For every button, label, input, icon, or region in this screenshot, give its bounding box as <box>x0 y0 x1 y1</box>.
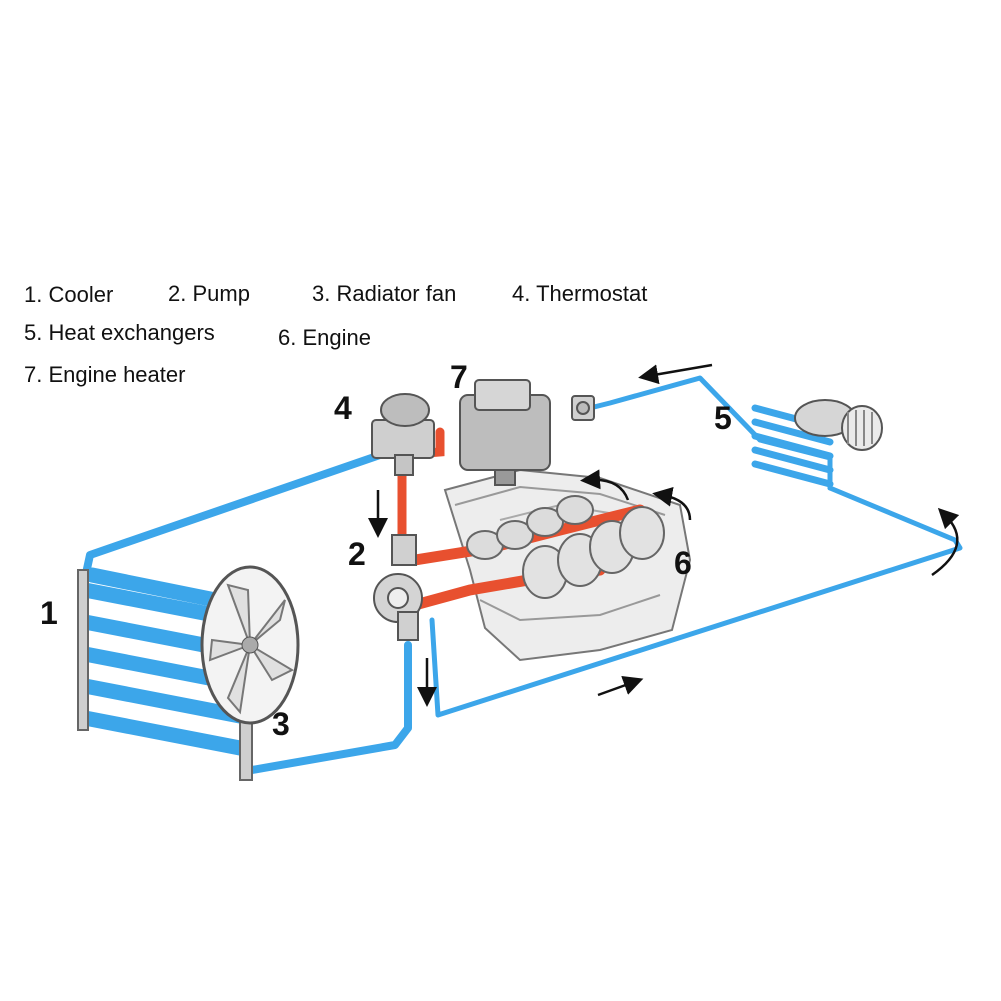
legend-heat-exchangers: 5. Heat exchangers <box>24 320 215 345</box>
valve-fitting <box>571 395 595 421</box>
legend-radiator-fan: 3. Radiator fan <box>312 281 457 306</box>
thermostat <box>371 393 435 476</box>
callout-pump: 2 <box>348 536 366 572</box>
callout-engine: 6 <box>674 545 692 581</box>
engine-heater <box>459 379 551 486</box>
legend-pump: 2. Pump <box>168 281 250 306</box>
radiator-fan <box>200 565 300 725</box>
callout-heat-exchangers: 5 <box>714 400 732 436</box>
flow-arrows <box>368 363 960 707</box>
legend-engine-heater: 7. Engine heater <box>24 362 186 387</box>
legend-thermostat: 4. Thermostat <box>512 281 648 306</box>
callout-engine-heater: 7 <box>450 359 468 395</box>
legend-cooler: 1. Cooler <box>24 282 114 307</box>
legend-engine: 6. Engine <box>278 325 371 350</box>
engine-cylinders <box>466 495 665 599</box>
callout-radiator-fan: 3 <box>272 706 290 742</box>
callout-cooler: 1 <box>40 595 58 631</box>
pump <box>373 534 423 641</box>
heat-exchanger-blower <box>794 399 883 451</box>
callout-thermostat: 4 <box>334 390 352 426</box>
